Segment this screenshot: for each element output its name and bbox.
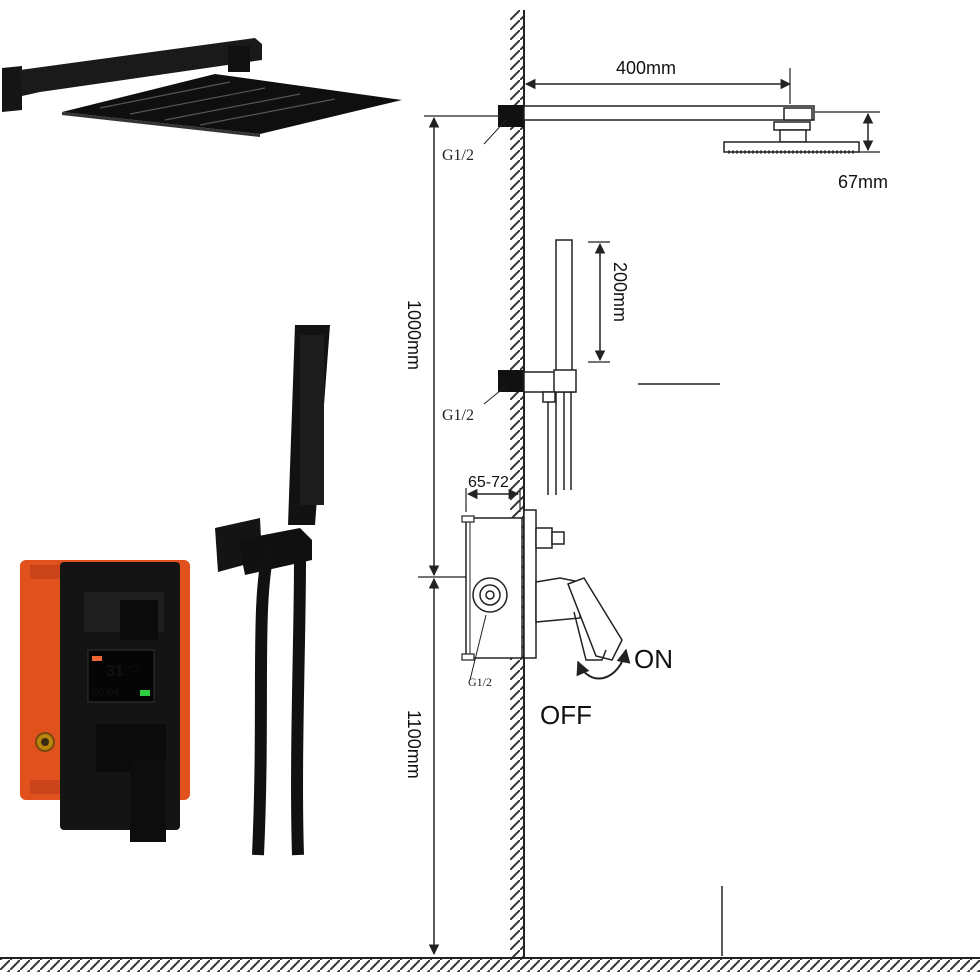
dim-head-to-valve-label: 1000mm — [404, 300, 424, 370]
dim-handshower-label: 200mm — [610, 262, 630, 322]
dim-valve-depth-label: 65-72 — [468, 474, 509, 491]
handshower-side-view — [498, 239, 577, 495]
wall — [510, 10, 525, 960]
thread-label-handshower: G1/2 — [442, 407, 474, 424]
dim-valve-to-floor-label: 1100mm — [404, 710, 424, 779]
display-secondary: 00.04 — [92, 687, 120, 699]
dim-arm-label: 400mm — [616, 58, 676, 78]
floor — [0, 957, 980, 972]
handle-on-label: ON — [634, 644, 673, 674]
dim-head-label: 67mm — [838, 172, 888, 192]
thread-label-valve: G1/2 — [468, 675, 492, 689]
handle-off-label: OFF — [540, 700, 592, 730]
display-temperature: 31 — [106, 663, 124, 680]
hand-shower-photo — [215, 325, 330, 856]
display-unit: °C — [128, 664, 139, 674]
thread-label-arm: G1/2 — [442, 147, 474, 164]
digital-display: 31 °C 00.04 — [87, 649, 155, 703]
arm-side-view — [498, 105, 860, 154]
on-off-arrow — [576, 648, 631, 680]
shower-head-photo — [2, 38, 402, 137]
valve-side-view — [461, 509, 623, 661]
